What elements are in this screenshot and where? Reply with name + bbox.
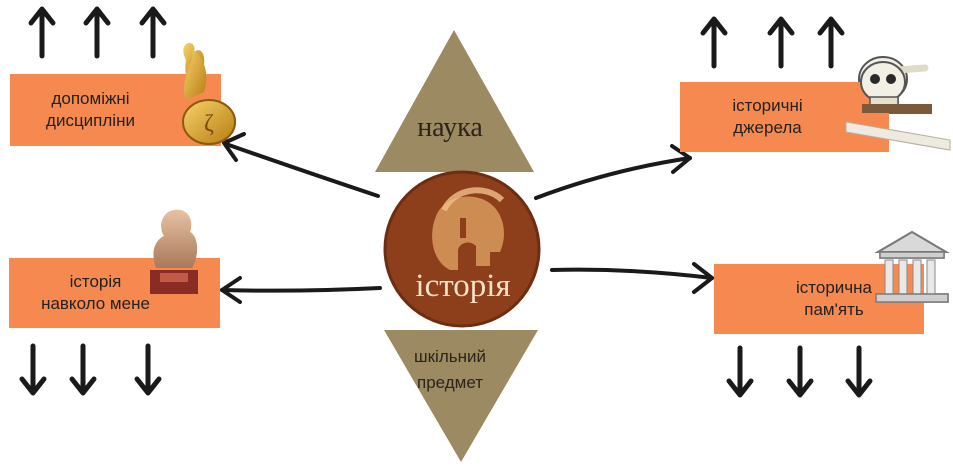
school-subject-line: шкільний	[413, 347, 486, 366]
up-arrow-icon	[700, 16, 728, 69]
down-arrow-icon	[69, 343, 97, 396]
school-subject-line: предмет	[416, 373, 484, 392]
school-subject-triangle	[384, 330, 538, 462]
box-label-line: історичні	[732, 96, 803, 115]
down-arrows-bottom-right	[726, 345, 873, 398]
up-arrow-icon	[767, 16, 795, 69]
helmet-icon	[432, 187, 505, 270]
school-subject-label: шкільний предмет	[380, 344, 520, 396]
up-arrows-top-left	[28, 6, 167, 59]
up-arrow-icon	[139, 6, 167, 59]
up-arrows-top-right	[700, 16, 845, 69]
box-label-line: історія	[69, 272, 122, 291]
arrow-to-around-icon	[220, 276, 382, 304]
box-label-line: пам'ять	[804, 300, 864, 319]
down-arrow-icon	[786, 345, 814, 398]
down-arrow-icon	[726, 345, 754, 398]
science-triangle	[375, 30, 534, 172]
down-arrow-icon	[19, 343, 47, 396]
up-arrow-icon	[817, 16, 845, 69]
down-arrows-bottom-left	[19, 343, 162, 396]
history-circle	[383, 170, 541, 328]
history-label: історія	[415, 268, 511, 304]
down-arrow-icon	[134, 343, 162, 396]
historical-memory-box: історична пам'ять	[714, 264, 924, 334]
arrow-to-aux-icon	[222, 132, 380, 198]
up-arrow-icon	[28, 6, 56, 59]
history-around-me-box: історія навколо мене	[9, 258, 220, 328]
auxiliary-disciplines-box: допоміжні дисципліни	[10, 74, 221, 146]
down-arrow-icon	[845, 345, 873, 398]
box-label-line: джерела	[733, 118, 802, 137]
historical-sources-box: історичні джерела	[680, 82, 889, 152]
connector-arrows	[220, 132, 714, 304]
arrow-to-sources-icon	[534, 144, 692, 200]
box-label-line: дисципліни	[46, 111, 135, 130]
box-label-line: допоміжні	[51, 89, 130, 108]
science-label: наука	[417, 112, 483, 143]
box-label-line: навколо мене	[41, 294, 150, 313]
arrow-to-memory-icon	[550, 262, 714, 294]
box-label-line: історична	[796, 278, 872, 297]
up-arrow-icon	[83, 6, 111, 59]
